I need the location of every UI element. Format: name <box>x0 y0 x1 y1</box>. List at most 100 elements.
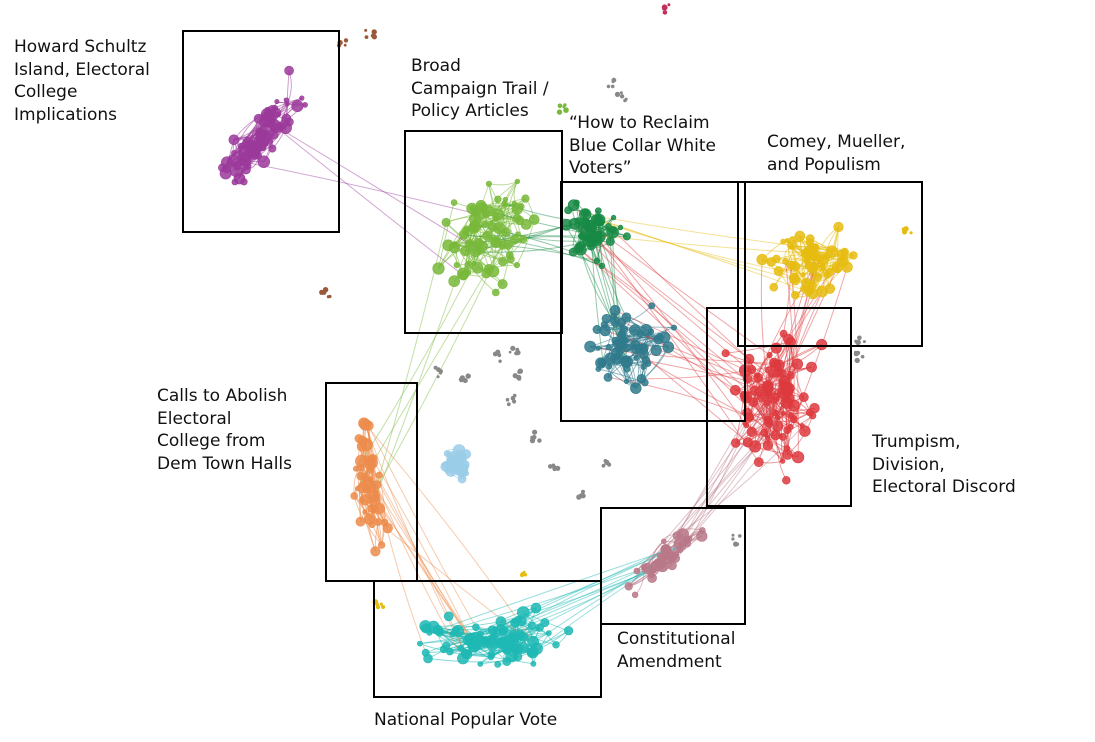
graph-node <box>620 356 632 367</box>
graph-node <box>528 214 540 225</box>
graph-node <box>798 392 809 403</box>
graph-node <box>662 7 665 11</box>
graph-node <box>362 484 371 494</box>
graph-node <box>464 260 473 270</box>
graph-node <box>601 463 606 468</box>
graph-node <box>749 385 760 396</box>
graph-node <box>819 264 826 272</box>
graph-node <box>527 635 539 648</box>
graph-node <box>806 361 817 373</box>
graph-node <box>857 335 862 341</box>
graph-node <box>773 266 784 277</box>
graph-node <box>350 492 359 500</box>
graph-node <box>756 253 768 266</box>
graph-node <box>517 368 523 374</box>
graph-node <box>271 104 279 112</box>
label-line: Division, <box>872 454 945 475</box>
graph-edge <box>269 122 464 276</box>
graph-node <box>373 502 386 515</box>
graph-node <box>779 458 786 464</box>
graph-node <box>283 97 290 104</box>
graph-node <box>753 372 763 383</box>
graph-node <box>505 251 514 260</box>
graph-node <box>513 262 521 269</box>
graph-node <box>902 229 907 235</box>
graph-node <box>522 570 526 574</box>
graph-node <box>650 560 662 572</box>
graph-edge <box>760 259 769 388</box>
graph-node <box>372 599 379 605</box>
graph-edge <box>595 240 787 388</box>
graph-node <box>762 440 774 451</box>
graph-node <box>823 271 831 279</box>
graph-node <box>603 372 613 382</box>
graph-node <box>648 302 656 310</box>
graph-node <box>780 410 786 416</box>
graph-node <box>498 359 502 363</box>
graph-node <box>228 134 240 146</box>
graph-node <box>772 254 781 264</box>
graph-node <box>578 208 592 221</box>
graph-node <box>530 435 534 440</box>
graph-nodes <box>218 3 913 668</box>
graph-node <box>591 231 602 242</box>
graph-node <box>774 414 781 421</box>
graph-node <box>364 458 376 471</box>
graph-node <box>540 618 550 628</box>
graph-edge <box>676 397 774 536</box>
graph-node <box>452 455 459 462</box>
graph-node <box>505 397 510 402</box>
graph-edge <box>366 457 472 639</box>
graph-node <box>581 489 585 494</box>
label-line: Howard Schultz <box>14 37 147 57</box>
graph-node <box>491 288 500 297</box>
graph-node <box>787 423 794 430</box>
graph-node <box>359 497 365 504</box>
cluster-label-trumpism: Trumpism, Division, Electoral Discord <box>872 431 1016 499</box>
graph-node <box>229 164 243 177</box>
label-line: National Popular Vote <box>374 710 558 730</box>
graph-node <box>416 640 423 647</box>
graph-edges <box>221 70 854 665</box>
graph-node <box>481 204 489 211</box>
graph-node <box>468 224 478 234</box>
graph-node <box>630 382 642 394</box>
graph-edge <box>371 457 476 650</box>
graph-node <box>563 103 567 107</box>
graph-node <box>799 425 811 437</box>
graph-node <box>475 635 487 647</box>
graph-node <box>460 648 470 658</box>
graph-node <box>743 422 750 429</box>
graph-node <box>514 178 521 185</box>
graph-node <box>328 294 332 299</box>
graph-edge <box>492 569 654 639</box>
graph-node <box>791 291 800 300</box>
label-line: Electoral Discord <box>872 477 1016 497</box>
graph-edge <box>365 424 534 643</box>
graph-edge <box>686 417 751 544</box>
graph-edge <box>591 243 604 364</box>
graph-node <box>833 221 844 233</box>
graph-node <box>860 354 865 359</box>
graph-node <box>498 256 508 267</box>
graph-node <box>255 139 267 152</box>
graph-node <box>563 107 569 113</box>
graph-node <box>519 631 526 637</box>
graph-node <box>794 230 806 242</box>
graph-node <box>354 485 361 492</box>
graph-node <box>672 531 682 541</box>
graph-node <box>511 203 523 215</box>
graph-node <box>467 241 474 247</box>
graph-node <box>623 378 630 385</box>
graph-edge <box>274 125 480 251</box>
label-line: Campaign Trail / <box>411 78 549 99</box>
graph-node <box>499 627 508 636</box>
graph-node <box>515 350 521 356</box>
graph-node <box>670 324 677 331</box>
graph-node <box>231 178 239 186</box>
graph-node <box>523 573 528 577</box>
graph-node <box>730 438 741 448</box>
graph-node <box>622 343 632 353</box>
graph-node <box>485 180 493 187</box>
graph-node <box>557 103 563 109</box>
